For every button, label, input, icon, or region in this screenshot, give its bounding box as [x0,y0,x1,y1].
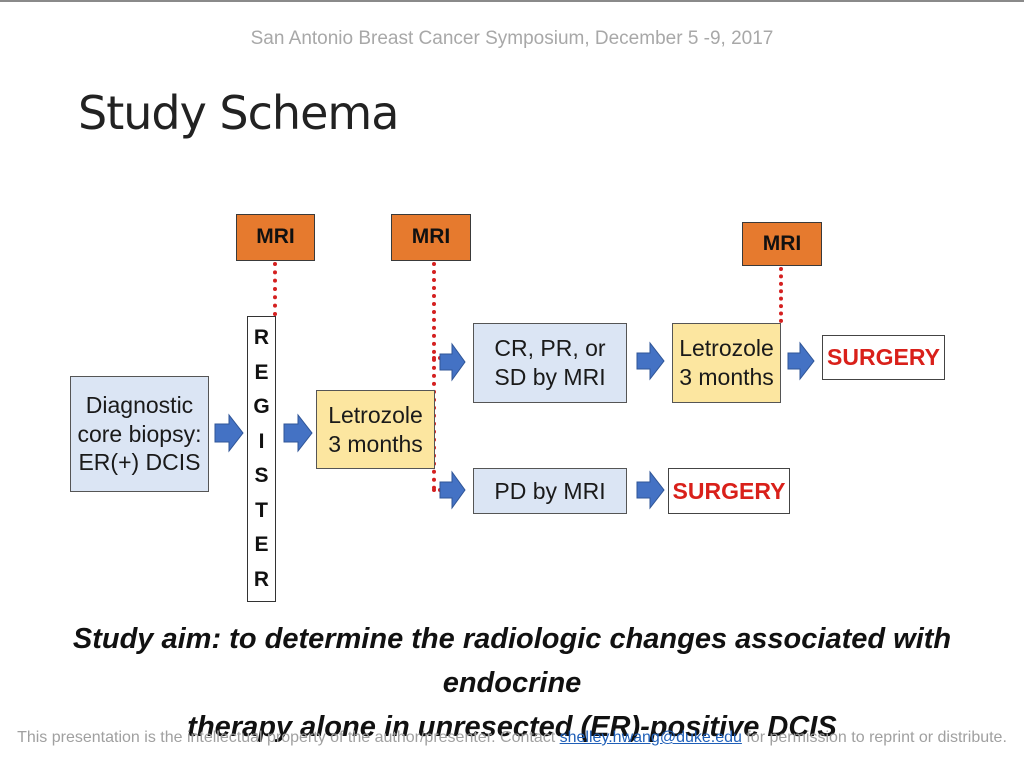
progression-box: PD by MRI [473,468,627,514]
response-line-1: CR, PR, or [494,335,606,362]
register-letter: T [255,498,268,522]
letrozole-box-2: Letrozole 3 months [672,323,781,403]
slide-title: Study Schema [78,86,399,140]
surgery-box-2: SURGERY [668,468,790,514]
top-rule [0,0,1024,2]
dotted-line-mri-1 [273,262,277,316]
letrozole-box-1: Letrozole 3 months [316,390,435,469]
diagnostic-line-2: core biopsy: [77,420,202,447]
register-letter: E [254,533,269,557]
mri-box-3: MRI [742,222,822,266]
letrozole-1-line-2: 3 months [328,430,423,457]
arrow-icon [636,341,665,381]
dotted-line-upper-branch [432,356,442,360]
letrozole-2-line-2: 3 months [679,364,774,390]
dotted-line-lower-branch [432,488,442,492]
study-aim-line-2: therapy alone in unresected (ER)-positiv… [187,711,837,743]
mri-box-1: MRI [236,214,315,261]
footer-text-before: This presentation is the intellectual pr… [17,729,560,746]
register-box: R E G I S T E R [247,316,276,602]
dotted-line-mri-3 [779,267,783,323]
register-letter: R [253,567,270,591]
letrozole-2-line-1: Letrozole [679,335,774,362]
mri-box-2: MRI [391,214,471,261]
register-letter: E [254,360,269,384]
diagnostic-box: Diagnostic core biopsy: ER(+) DCIS [70,376,209,492]
diagnostic-line-1: Diagnostic [85,391,194,418]
arrow-icon [214,413,244,453]
letrozole-1-line-1: Letrozole [328,401,423,428]
study-aim: Study aim: to determine the radiologic c… [0,617,1024,749]
arrow-icon [439,470,466,510]
footer-disclaimer: This presentation is the intellectual pr… [0,729,1024,747]
arrow-icon [283,413,313,453]
surgery-box-1: SURGERY [822,335,945,380]
diagnostic-line-3: ER(+) DCIS [78,449,201,476]
contact-email-link[interactable]: shelley.hwang@duke.edu [559,729,742,746]
footer-text-after: for permission to reprint or distribute. [741,729,1007,746]
dotted-line-mri-2 [432,262,436,490]
arrow-icon [439,342,466,382]
register-letter: S [254,464,269,488]
response-line-2: SD by MRI [494,364,606,390]
register-letter: R [253,326,270,350]
slide-header: San Antonio Breast Cancer Symposium, Dec… [250,28,774,49]
study-aim-line-1: Study aim: to determine the radiologic c… [72,623,952,699]
arrow-icon [636,470,665,510]
arrow-icon [787,341,815,381]
register-letter: I [258,429,265,453]
response-box: CR, PR, or SD by MRI [473,323,627,403]
register-letter: G [253,395,270,419]
